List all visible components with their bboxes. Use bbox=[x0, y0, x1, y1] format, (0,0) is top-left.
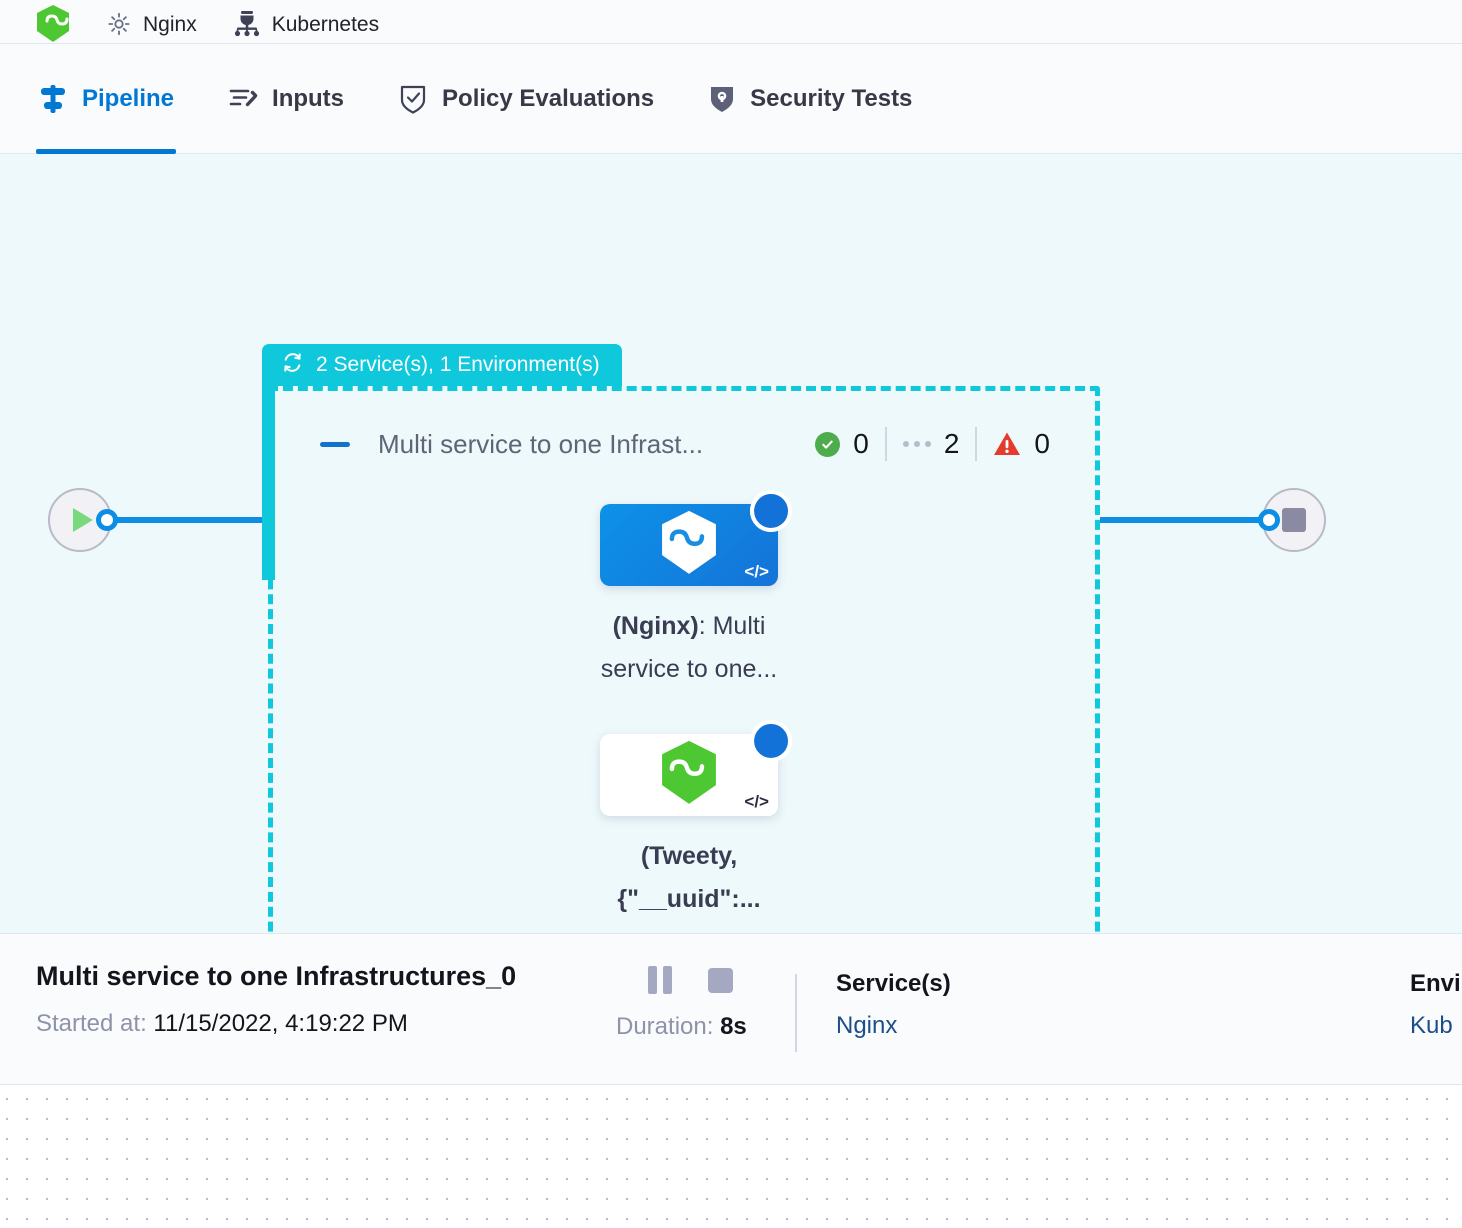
play-icon bbox=[73, 508, 93, 532]
stage-status-counts: 0 2 0 bbox=[815, 427, 1050, 461]
pause-button[interactable] bbox=[648, 966, 672, 994]
status-count-success[interactable]: 0 bbox=[815, 428, 885, 460]
breadcrumb-label-nginx: Nginx bbox=[143, 14, 197, 35]
collapse-dash-icon[interactable] bbox=[320, 442, 350, 447]
status-count-error[interactable]: 0 bbox=[977, 428, 1050, 460]
running-spinner-icon bbox=[750, 490, 792, 532]
step-label-bold: (Nginx) bbox=[613, 612, 699, 640]
loop-matrix-icon bbox=[280, 350, 305, 381]
pipeline-icon bbox=[38, 83, 68, 115]
details-column-environments-value[interactable]: Kub bbox=[1410, 1012, 1461, 1040]
started-at-label: Started at: bbox=[36, 1010, 147, 1037]
stage-group-badge[interactable]: 2 Service(s), 1 Environment(s) bbox=[262, 344, 622, 386]
step-node-tweety[interactable]: </> (Tweety, {"__uuid":... bbox=[600, 734, 804, 921]
tab-inputs[interactable]: Inputs bbox=[226, 44, 346, 154]
stage-title: Multi service to one Infrast... bbox=[378, 429, 703, 460]
execution-started-at: Started at: 11/15/2022, 4:19:22 PM bbox=[36, 1010, 408, 1038]
tab-pipeline[interactable]: Pipeline bbox=[36, 44, 176, 154]
details-column-services-head: Service(s) bbox=[836, 970, 951, 998]
tab-policy-evaluations[interactable]: Policy Evaluations bbox=[396, 44, 656, 154]
details-divider bbox=[795, 974, 797, 1052]
stage-group-badge-label: 2 Service(s), 1 Environment(s) bbox=[316, 353, 600, 377]
step-label-bold: (Tweety, {"__uuid":... bbox=[617, 842, 760, 913]
details-column-environments: Envi Kub bbox=[1410, 970, 1461, 1040]
breadcrumb-item-nginx[interactable]: Nginx bbox=[106, 13, 197, 43]
dot-grid-canvas[interactable] bbox=[0, 1085, 1462, 1228]
end-node-port[interactable] bbox=[1258, 509, 1280, 531]
status-count-pending-value: 2 bbox=[944, 428, 960, 460]
stop-button[interactable] bbox=[708, 968, 733, 993]
status-count-pending[interactable]: 2 bbox=[887, 428, 976, 460]
harness-hexagon-logo-green-icon bbox=[36, 5, 70, 43]
breadcrumb: Nginx Kubernetes bbox=[0, 0, 1462, 44]
status-count-success-value: 0 bbox=[853, 428, 869, 460]
step-card[interactable]: </> bbox=[600, 734, 778, 816]
shield-check-icon bbox=[398, 83, 428, 115]
connector-right bbox=[1100, 517, 1275, 523]
tab-label-inputs: Inputs bbox=[272, 85, 344, 113]
connector-left bbox=[104, 517, 269, 523]
kubernetes-infrastructure-icon bbox=[233, 11, 261, 37]
harness-hexagon-logo-green-icon bbox=[659, 740, 719, 811]
execution-controls bbox=[648, 966, 733, 994]
execution-title: Multi service to one Infrastructures_0 bbox=[36, 961, 516, 992]
step-label-tweety: (Tweety, {"__uuid":... bbox=[574, 835, 804, 921]
tab-label-security-tests: Security Tests bbox=[750, 85, 912, 113]
step-card[interactable]: </> bbox=[600, 504, 778, 586]
start-node-port[interactable] bbox=[96, 509, 118, 531]
tab-label-pipeline: Pipeline bbox=[82, 85, 174, 113]
execution-details-bar: Multi service to one Infrastructures_0 S… bbox=[0, 933, 1462, 1085]
harness-hexagon-logo-white-icon bbox=[659, 510, 719, 581]
duration-label: Duration: bbox=[616, 1013, 713, 1040]
step-node-nginx[interactable]: </> (Nginx): Multi service to one... bbox=[600, 504, 804, 691]
pipeline-canvas[interactable]: 2 Service(s), 1 Environment(s) Multi ser… bbox=[0, 154, 1462, 933]
duration-value: 8s bbox=[720, 1013, 747, 1040]
details-column-services: Service(s) Nginx bbox=[836, 970, 951, 1040]
details-column-environments-head: Envi bbox=[1410, 970, 1461, 998]
started-at-value: 11/15/2022, 4:19:22 PM bbox=[153, 1010, 407, 1037]
breadcrumb-item-kubernetes[interactable]: Kubernetes bbox=[233, 13, 379, 43]
code-badge-icon: </> bbox=[744, 562, 769, 582]
breadcrumb-item-service-logo[interactable] bbox=[36, 13, 70, 43]
details-column-services-value[interactable]: Nginx bbox=[836, 1012, 951, 1040]
pending-dots-icon bbox=[903, 441, 931, 447]
breadcrumb-label-kubernetes: Kubernetes bbox=[272, 14, 379, 35]
tab-bar: Pipeline Inputs Policy Evaluations bbox=[0, 44, 1462, 154]
warning-triangle-icon bbox=[993, 431, 1021, 457]
inputs-wand-icon bbox=[228, 84, 258, 114]
stop-square-icon bbox=[1282, 508, 1306, 532]
tab-security-tests[interactable]: Security Tests bbox=[706, 44, 914, 154]
shield-security-icon bbox=[708, 84, 736, 114]
gear-icon bbox=[106, 11, 132, 37]
check-circle-icon bbox=[815, 432, 840, 457]
step-label-nginx: (Nginx): Multi service to one... bbox=[574, 605, 804, 691]
execution-duration: Duration: 8s bbox=[616, 1013, 747, 1041]
stage-header: Multi service to one Infrast... 0 2 bbox=[320, 422, 1050, 466]
code-badge-icon: </> bbox=[744, 792, 769, 812]
status-count-error-value: 0 bbox=[1034, 428, 1050, 460]
tab-label-policy-evaluations: Policy Evaluations bbox=[442, 85, 654, 113]
running-spinner-icon bbox=[750, 720, 792, 762]
